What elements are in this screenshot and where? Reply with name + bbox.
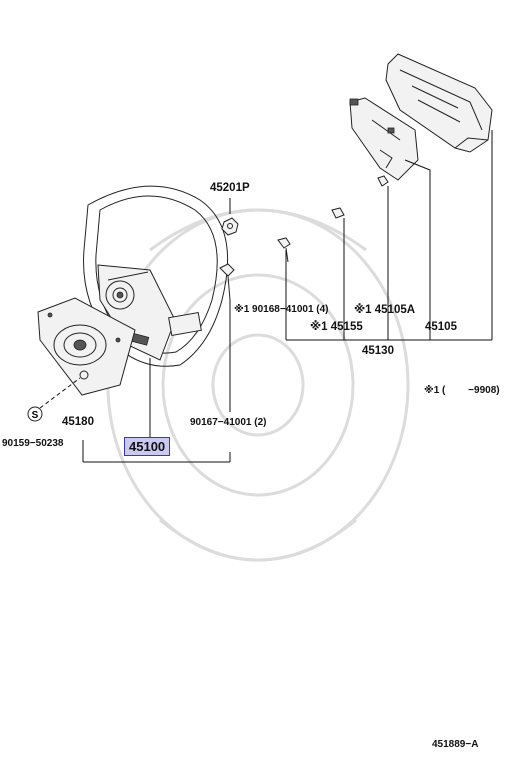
screw-90168-illustration	[277, 237, 291, 263]
horn-pad-cover-illustration	[37, 297, 136, 396]
spring-45105A-illustration	[377, 175, 389, 187]
nut-45201P-illustration	[221, 217, 239, 236]
bolt-90167-illustration	[219, 263, 235, 301]
clip-45155-illustration	[331, 207, 345, 219]
label-45100-highlighted[interactable]: 45100	[124, 437, 171, 456]
label-45105A: ※1 45105A	[354, 304, 416, 316]
label-45201P: 45201P	[210, 182, 250, 194]
horn-plate-illustration	[349, 97, 419, 181]
label-45180: 45180	[62, 416, 94, 428]
watermark-emblem	[106, 208, 410, 562]
label-45105: 45105	[425, 321, 457, 333]
label-90168-41001: ※1 90168−41001 (4)	[234, 304, 329, 315]
note-applicability: ※1 ( −9908)	[424, 385, 500, 396]
label-90159-50238: 90159−50238	[2, 438, 64, 449]
label-45155: ※1 45155	[310, 321, 363, 333]
figure-code: 451889−A	[432, 739, 479, 750]
label-90167-41001: 90167−41001 (2)	[190, 417, 267, 428]
callout-letter: S	[32, 410, 39, 421]
horn-pad-illustration	[385, 53, 493, 153]
screw-callout: S	[27, 377, 81, 422]
label-45130: 45130	[362, 345, 394, 357]
leader-lines	[82, 130, 493, 463]
